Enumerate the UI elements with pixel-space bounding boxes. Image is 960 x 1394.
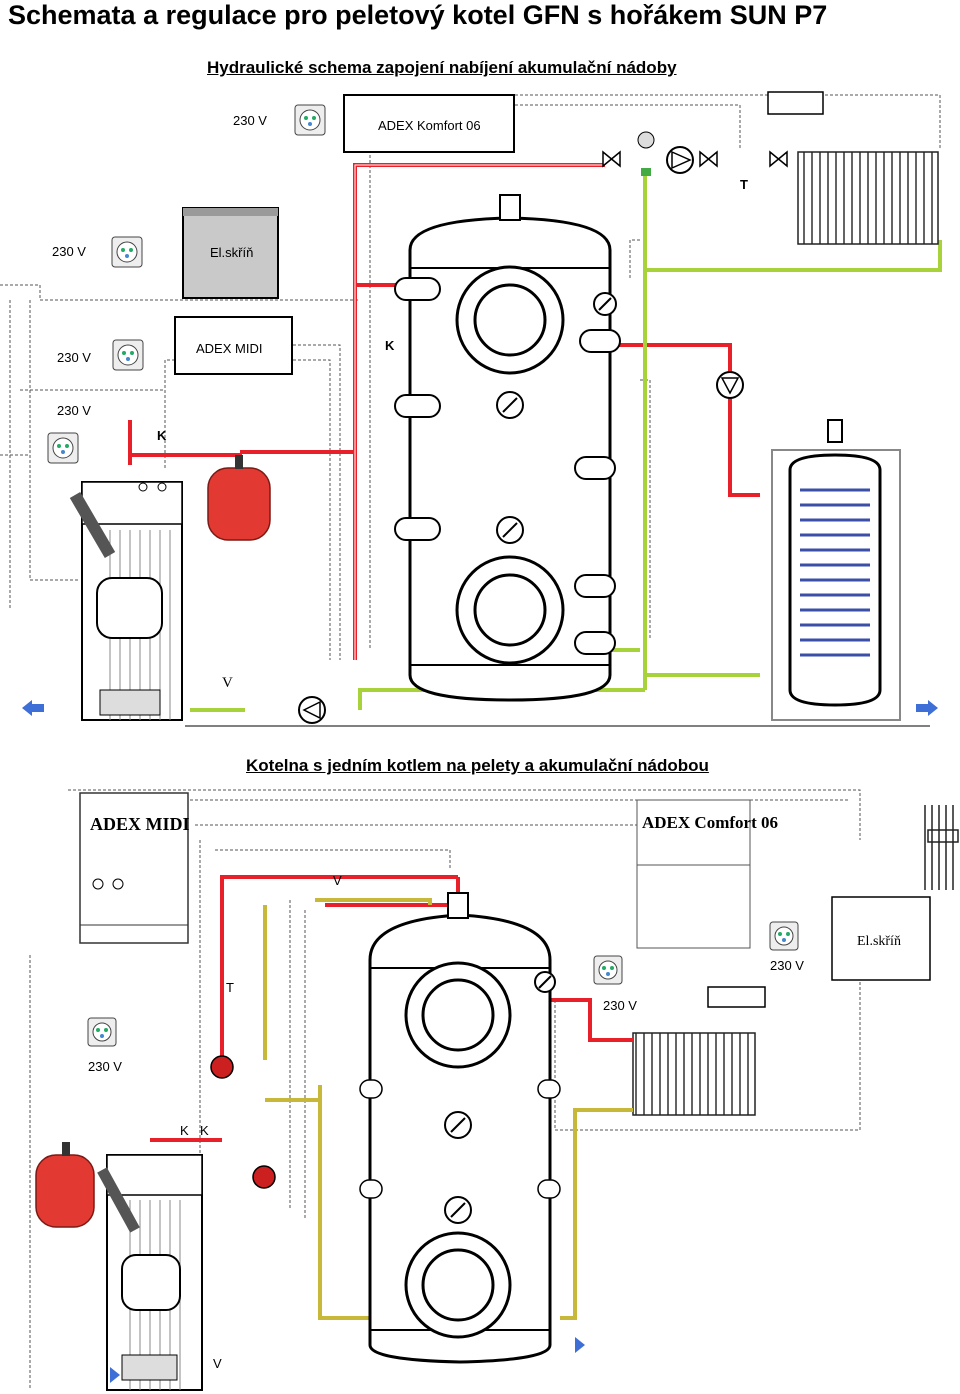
adex-komfort-controller <box>343 94 515 153</box>
radiator <box>797 151 939 245</box>
label-k: K <box>385 338 395 353</box>
three-way-valve-icon <box>637 131 655 176</box>
valve-icon <box>602 150 788 168</box>
accumulation-tank <box>394 194 621 702</box>
flange-bottom <box>455 555 565 665</box>
socket-icon <box>593 955 623 985</box>
socket-icon <box>769 921 799 951</box>
circulation-pump <box>298 696 326 724</box>
electrical-cabinet <box>831 896 931 981</box>
heating-coil <box>800 488 870 657</box>
circulation-pump <box>210 1055 276 1189</box>
room-thermostat <box>767 91 824 115</box>
section1-diagram: ADEX Komfort 06 230 V 230 V El.skříň 230… <box>0 91 942 727</box>
radiator <box>632 1032 756 1116</box>
pellet-boiler <box>69 481 183 721</box>
flange-top <box>455 265 565 375</box>
section2-diagram: ADEX MIDI ADEX Comfort 06 El.skříň 230 V… <box>29 789 959 1391</box>
label-v: V <box>213 1356 222 1371</box>
label-v: V <box>222 675 233 691</box>
radiator <box>924 805 959 890</box>
el-skrin-label: El.skříň <box>210 245 253 260</box>
hot-water-pipes <box>150 875 633 1142</box>
thermometer-icon <box>444 971 556 1224</box>
hot-water-cylinder <box>771 419 901 721</box>
tank-sleeves <box>394 277 621 655</box>
section2-heading: Kotelna s jedním kotlem na pelety a akum… <box>246 756 709 775</box>
label-k: K <box>157 428 167 443</box>
section1-heading: Hydraulické schema zapojení nabíjení aku… <box>207 58 677 77</box>
adex-comfort-label: ADEX Comfort 06 <box>642 813 778 832</box>
cold-water-pipes <box>263 898 633 1320</box>
voltage-label: 230 V <box>57 403 91 418</box>
hot-pipe-highlight <box>354 164 605 660</box>
expansion-tank <box>207 455 271 541</box>
cold-water-pipes <box>190 175 942 712</box>
room-unit <box>707 986 766 1008</box>
adex-midi-controller <box>174 316 293 375</box>
socket-icon <box>294 104 326 136</box>
page-title: Schemata a regulace pro peletový kotel G… <box>8 0 828 30</box>
adex-comfort-panel <box>636 799 751 949</box>
adex-midi-panel <box>79 792 189 944</box>
arrow-icon <box>22 700 938 716</box>
voltage-label: 230 V <box>770 958 804 973</box>
adex-midi-label: ADEX MIDI <box>196 341 262 356</box>
voltage-label: 230 V <box>233 113 267 128</box>
pellet-boiler <box>97 1154 203 1391</box>
label-k: K <box>200 1123 209 1138</box>
voltage-label: 230 V <box>52 244 86 259</box>
socket-icon <box>112 339 144 371</box>
el-skrin-label: El.skříň <box>857 934 901 949</box>
voltage-label: 230 V <box>603 998 637 1013</box>
electrical-cabinet <box>182 207 279 299</box>
thermometer-icon <box>496 292 617 544</box>
label-t: T <box>740 177 748 192</box>
socket-icon <box>47 432 79 464</box>
label-t: T <box>226 980 234 995</box>
circulation-pump <box>666 146 694 174</box>
adex-midi-label: ADEX MIDI <box>90 814 190 834</box>
socket-icon <box>111 236 143 268</box>
arrow-icon <box>110 1337 585 1383</box>
label-v: V <box>333 873 342 888</box>
adex-komfort-label: ADEX Komfort 06 <box>378 118 481 133</box>
voltage-label: 230 V <box>88 1059 122 1074</box>
label-k: K <box>180 1123 189 1138</box>
expansion-tank <box>35 1142 95 1228</box>
socket-icon <box>87 1017 117 1047</box>
voltage-label: 230 V <box>57 350 91 365</box>
circulation-pump <box>716 371 744 399</box>
